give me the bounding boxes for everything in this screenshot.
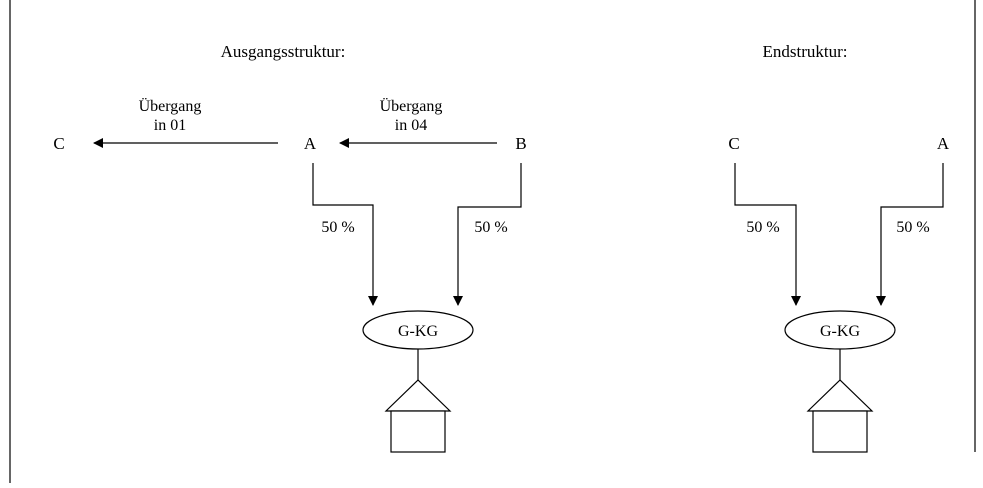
share-a-left: 50 %: [321, 219, 354, 236]
node-c-left: C: [53, 134, 64, 153]
ownership-line-c-right: [734, 163, 801, 306]
share-b-left: 50 %: [474, 219, 507, 236]
node-a-left: A: [304, 134, 317, 153]
share-a-right: 50 %: [896, 219, 929, 236]
ownership-line-b-left: [453, 163, 522, 306]
transition-label-a-line2: in 04: [395, 117, 427, 134]
node-c-right: C: [728, 134, 739, 153]
entity-label-right: G-KG: [820, 323, 860, 340]
node-b-left: B: [515, 134, 526, 153]
share-c-right: 50 %: [746, 219, 779, 236]
house-roof-left: [384, 379, 452, 412]
ownership-line-a-left: [312, 163, 378, 306]
transition-label-c-line1: Übergang: [139, 97, 202, 115]
house-roof-right: [806, 379, 874, 412]
title-endstruktur: Endstruktur:: [763, 42, 848, 61]
node-a-right: A: [937, 134, 950, 153]
house-body-left: [390, 410, 446, 453]
entity-label-left: G-KG: [398, 323, 438, 340]
title-ausgangsstruktur: Ausgangsstruktur:: [221, 42, 346, 61]
transition-label-c-line2: in 01: [154, 117, 186, 134]
transition-label-a-line1: Übergang: [380, 97, 443, 115]
house-body-right: [812, 410, 868, 453]
ownership-line-a-right: [876, 163, 944, 306]
